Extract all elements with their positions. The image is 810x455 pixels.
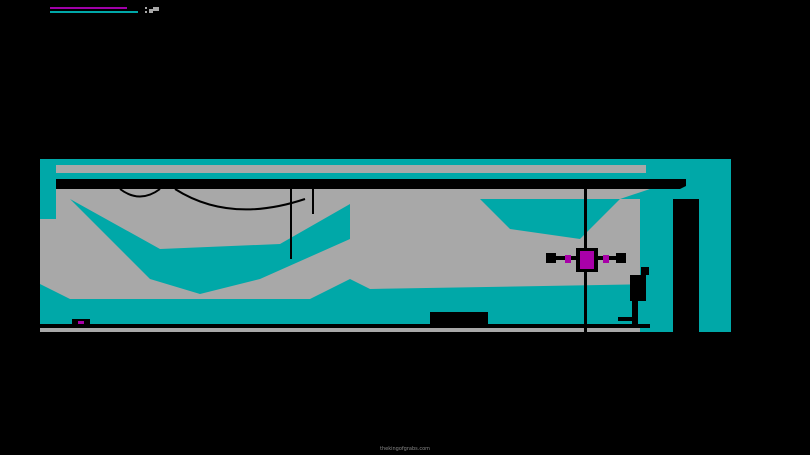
flying-drone [546, 248, 626, 272]
health-bar [50, 7, 128, 9]
key-icon [145, 7, 159, 13]
game-scene [40, 159, 731, 332]
hanging-cables [119, 188, 306, 211]
wall-stain [70, 199, 350, 294]
floor [40, 324, 650, 328]
player-character [618, 267, 649, 327]
energy-bar [50, 11, 138, 13]
ceiling-beam [56, 179, 686, 189]
doorway [673, 199, 699, 332]
crate [430, 312, 488, 326]
site-credit: thekingofgrabs.com [380, 446, 430, 452]
